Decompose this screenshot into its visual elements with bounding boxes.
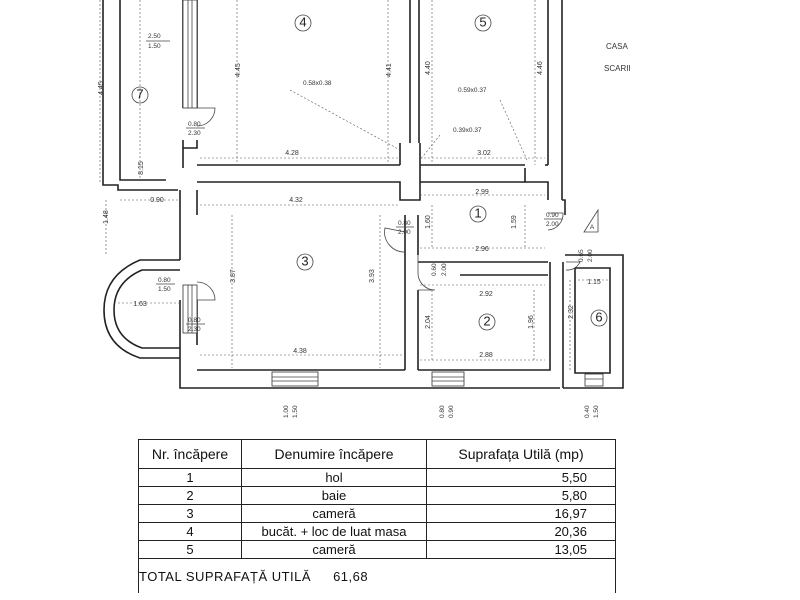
stair-label-casa: CASA [606,42,628,51]
opening-059: 0.59x0.37 [458,87,487,94]
dim-r3-h-right: 3.93 [369,269,376,283]
door-200-g: 2.00 [587,249,594,262]
table-row: 2 baie 5,80 [138,486,616,505]
dim-side-148: 1.48 [103,210,110,224]
cell-room-name: cameră [241,504,427,523]
opening-058: 0.58x0.38 [303,80,332,87]
door-200-d: 2.00 [398,229,411,236]
cell-room-name: cameră [241,540,427,559]
walls [102,0,624,389]
cell-area: 13,05 [426,540,616,559]
dimension-lines [99,0,608,370]
cell-area: 20,36 [426,522,616,541]
room-number-3: 3 [301,253,308,268]
floor-plan: 4 5 7 1 3 2 6 A CASA SCARII 4.45 8.15 4.… [98,0,631,418]
room-number-7: 7 [136,86,143,101]
room-number-1: 1 [474,205,481,220]
svg-text:A: A [590,224,595,231]
cell-area: 5,50 [426,468,616,487]
dimension-labels: 4.45 8.15 4.45 4.41 4.40 4.46 4.28 3.02 … [98,61,601,359]
cell-area: 5,80 [426,486,616,505]
dim-r7-mid: 8.15 [138,161,145,175]
door-080-b: 0.80 [158,277,171,284]
table-row: 4 bucăt. + loc de luat masa 20,36 [138,522,616,541]
door-060: 0.60 [431,263,438,276]
cell-room-name: hol [241,468,427,487]
window-150-w: 1.50 [292,405,299,418]
total-label: TOTAL SUPRAFAȚĂ UTILĂ [139,568,312,584]
dim-r2-h-right: 1.96 [528,315,535,329]
opening-039: 0.39x0.37 [453,127,482,134]
door-230-c: 2.30 [188,326,201,333]
dim-r2-w-bot: 2.88 [479,352,493,359]
door-200-f: 2.00 [441,263,448,276]
room-number-6: 6 [595,309,602,324]
door-230-a: 2.30 [188,130,201,137]
dim-balcony-w: 1.63 [133,301,147,308]
opening-labels: 2.50 1.50 0.58x0.38 0.59x0.37 0.39x0.37 … [146,33,600,418]
windows [182,0,604,387]
dim-r2-h-left: 2.04 [425,315,432,329]
room-number-2: 2 [483,313,490,328]
door-080-d: 0.80 [398,220,411,227]
room-number-5: 5 [479,14,486,29]
header-room-name: Denumire încăpere [241,439,427,469]
cell-room-number: 3 [138,504,242,523]
window-090: 0.90 [448,405,455,418]
table-row: 3 cameră 16,97 [138,504,616,523]
table-header-row: Nr. încăpere Denumire încăpere Suprafața… [138,439,616,469]
cell-room-number: 4 [138,522,242,541]
dim-r5-h-right: 4.46 [537,61,544,75]
table-total-row: TOTAL SUPRAFAȚĂ UTILĂ 61,68 [138,558,616,593]
dim-r3-w-bot: 4.38 [293,348,307,355]
dim-hol-h-left: 1.60 [425,215,432,229]
doors [196,107,581,301]
area-table: Nr. încăpere Denumire încăpere Suprafața… [138,439,616,593]
room-numbers: 4 5 7 1 3 2 6 [131,14,608,331]
dim-r4-h-right: 4.41 [386,63,393,77]
header-useful-area: Suprafața Utilă (mp) [426,439,616,469]
dim-r5-h-left: 4.40 [425,61,432,75]
cell-room-number: 1 [138,468,242,487]
dim-r4-h-left: 4.45 [235,63,242,77]
dim-r6-w: 1.15 [587,279,601,286]
dim-side-090: 0.90 [150,197,164,204]
cell-area: 16,97 [426,504,616,523]
door-200-e: 2.00 [546,221,559,228]
dim-hol-h-right: 1.59 [511,215,518,229]
dim-hol-w-bot: 2.96 [475,246,489,253]
dim-r4-w: 4.28 [285,150,299,157]
dim-hol-w-top: 2.99 [475,189,489,196]
door-150-b: 1.50 [158,286,171,293]
cell-room-number: 2 [138,486,242,505]
door-090: 0.90 [546,212,559,219]
table-row: 5 cameră 13,05 [138,540,616,559]
opening-150: 1.50 [148,43,161,50]
dim-r3-w-top: 4.32 [289,197,303,204]
room-number-4: 4 [299,14,306,29]
dim-r5-w: 3.02 [477,150,491,157]
opening-250: 2.50 [148,33,161,40]
door-065: 0.65 [578,249,585,262]
cell-room-name: bucăt. + loc de luat masa [241,522,427,541]
door-080-c: 0.80 [188,317,201,324]
door-080-a: 0.80 [188,121,201,128]
header-room-number: Nr. încăpere [138,439,242,469]
total-value: 61,68 [333,568,369,584]
table-row: 1 hol 5,50 [138,468,616,487]
entrance-marker: A [583,208,599,233]
window-040: 0.40 [584,405,591,418]
stair-label-scarii: SCARII [604,64,631,73]
total-cell: TOTAL SUPRAFAȚĂ UTILĂ 61,68 [138,558,616,593]
window-100-w: 1.00 [283,405,290,418]
dim-r7-h: 4.45 [98,81,105,95]
cell-room-number: 5 [138,540,242,559]
dim-r2-w-top: 2.92 [479,291,493,298]
dim-r3-h-left: 3.87 [230,269,237,283]
dim-r6-h: 2.32 [568,305,575,319]
cell-room-name: baie [241,486,427,505]
window-150-b: 1.50 [593,405,600,418]
window-080: 0.80 [439,405,446,418]
